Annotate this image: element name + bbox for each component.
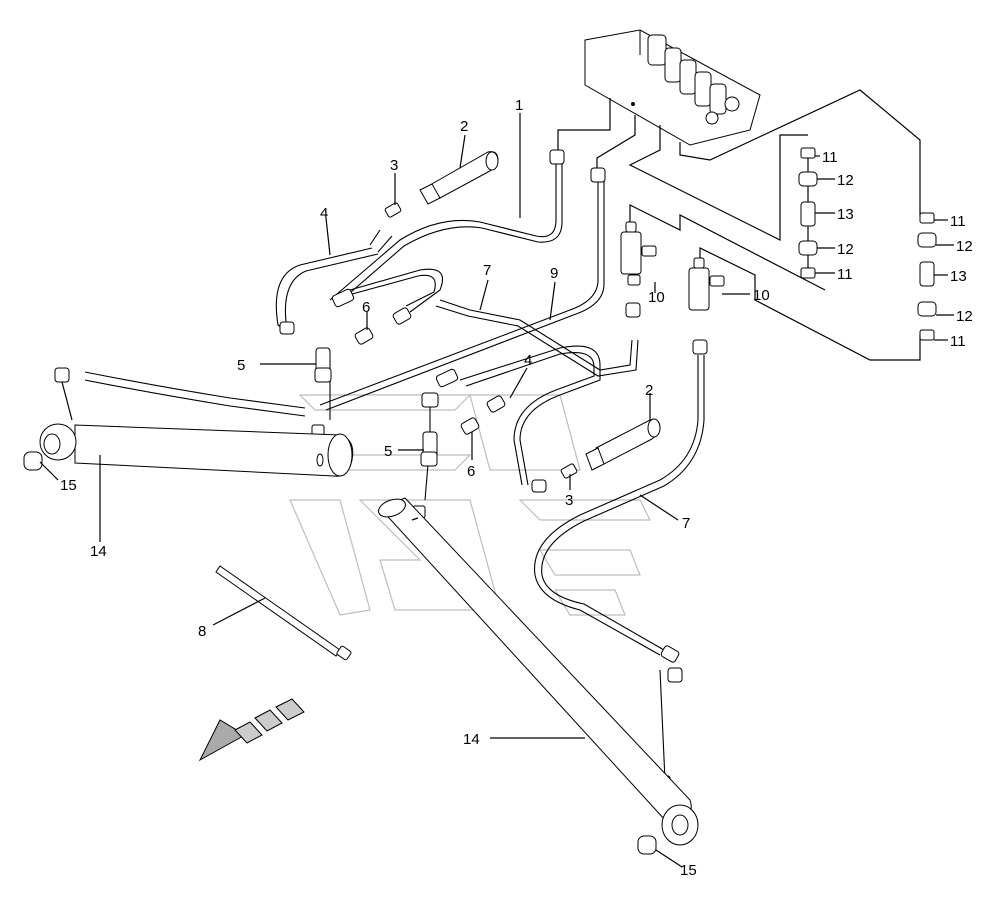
callout-9: 9 (550, 265, 558, 282)
callout-14: 14 (90, 543, 107, 560)
callout-13: 13 (950, 268, 967, 285)
control-valve-block (584, 29, 761, 146)
callout-12: 12 (956, 308, 973, 325)
callout-8: 8 (198, 623, 206, 640)
callout-labels: 1 2 2 3 3 4 4 5 5 6 6 7 7 8 9 10 10 11 1… (60, 97, 973, 879)
callout-12: 12 (837, 172, 854, 189)
callout-10: 10 (753, 287, 770, 304)
hydraulic-cylinders (23, 381, 699, 855)
direction-arrow-icon (198, 698, 305, 762)
callout-1: 1 (515, 97, 523, 114)
accumulators (419, 151, 725, 471)
callout-11: 11 (950, 333, 966, 350)
callout-14: 14 (463, 731, 480, 748)
callout-4: 4 (524, 352, 532, 369)
callout-6: 6 (467, 463, 475, 480)
upper-hoses (84, 160, 639, 417)
callout-15: 15 (60, 477, 77, 494)
callout-7: 7 (682, 515, 690, 532)
callout-3: 3 (390, 157, 398, 174)
lower-hoses (329, 345, 705, 781)
cable-tie (215, 565, 352, 661)
callout-12: 12 (837, 241, 854, 258)
callout-15: 15 (680, 862, 697, 879)
callout-11: 11 (822, 149, 838, 166)
callout-2: 2 (645, 382, 653, 399)
callout-7: 7 (483, 262, 491, 279)
callout-5: 5 (384, 443, 392, 460)
callout-12: 12 (956, 238, 973, 255)
watermark-logo (283, 394, 651, 616)
leader-lines (39, 113, 954, 868)
callout-6: 6 (362, 299, 370, 316)
callout-11: 11 (837, 266, 853, 283)
callout-3: 3 (565, 492, 573, 509)
callout-4: 4 (320, 205, 328, 222)
fitting-stacks (798, 147, 937, 341)
callout-13: 13 (837, 206, 854, 223)
callout-5: 5 (237, 357, 245, 374)
callout-10: 10 (648, 289, 665, 306)
callout-2: 2 (460, 118, 468, 135)
callout-11: 11 (950, 213, 966, 230)
